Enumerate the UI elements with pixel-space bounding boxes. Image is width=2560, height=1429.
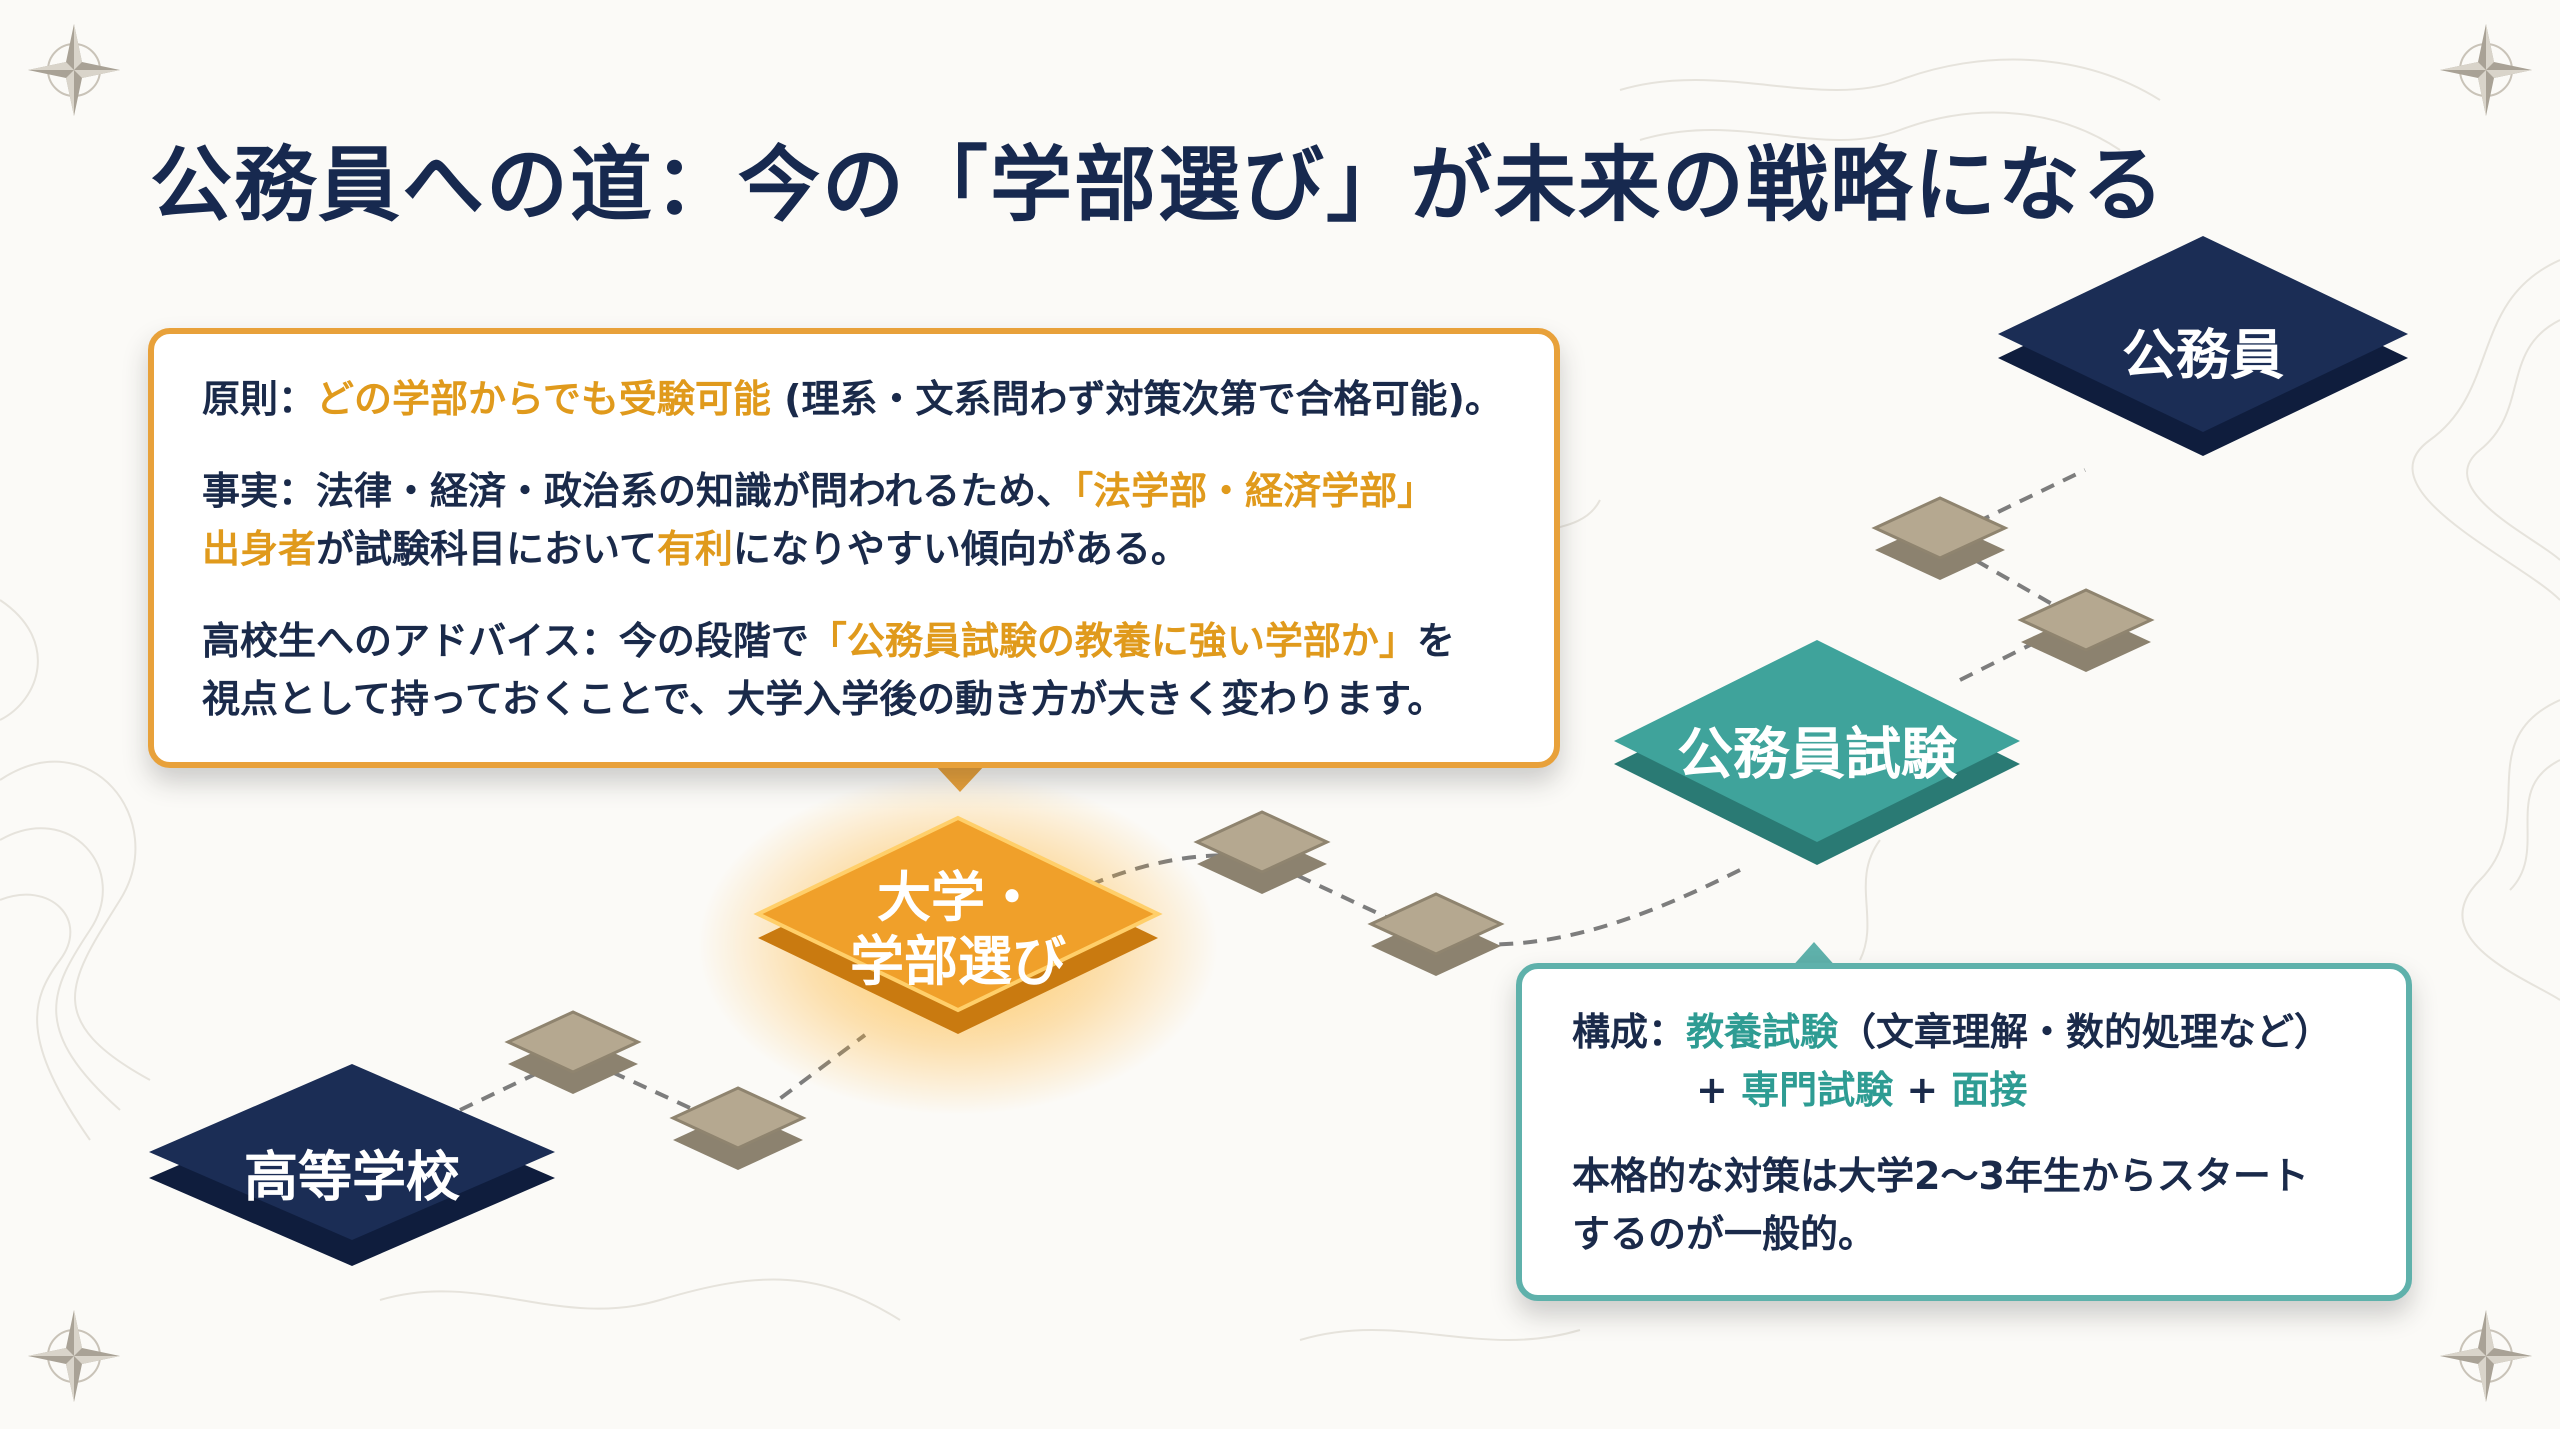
compass-star-icon-top-left — [28, 24, 120, 116]
plus-sign-1: + — [1696, 1068, 1742, 1112]
node-high-school — [149, 1064, 555, 1266]
structure-line-2: + 専門試験 + 面接 — [1572, 1061, 2356, 1119]
principle-line: 原則：どの学部からでも受験可能 (理系・文系問わず対策次第で合格可能)。 — [202, 370, 1506, 428]
stepping-stone — [669, 1086, 807, 1170]
compass-star-icon-bottom-right — [2440, 1310, 2532, 1402]
advice-line-2: 視点として持っておくことで、大学入学後の動き方が大きく変わります。 — [202, 677, 1446, 721]
advice-text-2: を — [1416, 619, 1455, 663]
stepping-stone — [1193, 810, 1331, 894]
principle-rest: (理系・文系問わず対策次第で合格可能)。 — [770, 377, 1503, 421]
callout-pointer-orange — [934, 764, 986, 792]
info-box-exam-structure: 構成：教養試験（文章理解・数的処理など） + 専門試験 + 面接 本格的な対策は… — [1516, 963, 2412, 1301]
fact-line-2: 出身者が試験科目において有利になりやすい傾向がある。 — [202, 520, 1506, 578]
node-label-exam: 公務員試験 — [1677, 722, 1957, 788]
exam-general: 教養試験 — [1686, 1010, 1839, 1054]
structure-label: 構成： — [1572, 1010, 1687, 1054]
callout-pointer-teal — [1790, 942, 1838, 969]
node-university — [698, 775, 1218, 1115]
stepping-stone — [2017, 588, 2155, 672]
fact-text: 法律・経済・政治系の知識が問われるため、 — [316, 469, 1075, 513]
fact-label: 事実： — [202, 469, 317, 513]
advice-line-1: 高校生へのアドバイス：今の段階で「公務員試験の教養に強い学部か」を — [202, 612, 1506, 670]
fact-highlight-graduates: 出身者 — [202, 527, 317, 571]
principle-highlight: どの学部からでも受験可能 — [316, 377, 771, 421]
plus-sign-2: + — [1893, 1068, 1952, 1112]
stepping-stone — [1367, 892, 1505, 976]
fact-highlight-advantage: 有利 — [656, 527, 733, 571]
advice-label: 高校生へのアドバイス： — [202, 619, 619, 663]
node-label-high-school: 高等学校 — [244, 1145, 460, 1209]
node-civil-servant — [1998, 236, 2408, 456]
advice-text-1: 今の段階で — [618, 619, 809, 663]
compass-star-icon-bottom-left — [28, 1310, 120, 1402]
exam-interview: 面接 — [1951, 1068, 2028, 1112]
info-box-university-advice: 原則：どの学部からでも受験可能 (理系・文系問わず対策次第で合格可能)。 事実：… — [148, 328, 1560, 768]
fact-text-2: が試験科目において — [316, 527, 657, 571]
fact-line-1: 事実：法律・経済・政治系の知識が問われるため、「法学部・経済学部」 — [202, 462, 1506, 520]
stepping-stone — [1871, 496, 2009, 580]
exam-general-note: （文章理解・数的処理など） — [1838, 1010, 2333, 1054]
page-title: 公務員への道：今の「学部選び」が未来の戦略になる — [150, 138, 2167, 233]
advice-highlight: 「公務員試験の教養に強い学部か」 — [808, 619, 1417, 663]
compass-star-icon-top-right — [2440, 24, 2532, 116]
node-civil-service-exam — [1614, 640, 2020, 865]
structure-line-1: 構成：教養試験（文章理解・数的処理など） — [1572, 1003, 2356, 1061]
principle-label: 原則： — [202, 377, 317, 421]
node-label-university-line1: 大学・ — [877, 866, 1039, 929]
node-label-university-line2: 学部選び — [850, 930, 1066, 993]
node-label-university: 大学・ 学部選び — [850, 866, 1066, 994]
fact-highlight-faculties: 「法学部・経済学部」 — [1074, 469, 1436, 513]
fact-text-3: になりやすい傾向がある。 — [732, 527, 1189, 571]
stepping-stone — [504, 1010, 642, 1094]
exam-specialized: 専門試験 — [1741, 1068, 1894, 1112]
node-label-civil-servant: 公務員 — [2122, 323, 2284, 387]
timing-note-line-1: 本格的な対策は大学2〜3年生からスタート — [1572, 1154, 2309, 1198]
timing-note-line-2: するのが一般的。 — [1572, 1212, 1877, 1256]
